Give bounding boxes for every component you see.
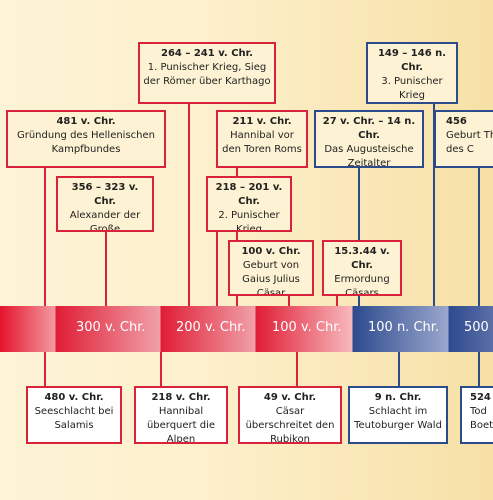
event-date: 524: [470, 392, 491, 403]
event-label: Geburt Th des C: [446, 130, 493, 155]
connector-line: [236, 168, 238, 306]
event-date: 480 v. Chr.: [44, 392, 104, 403]
event-label: Gründung des Hellenischen Kampfbundes: [16, 130, 155, 155]
event-label: Geburt von Gaius Julius Cäsar: [242, 260, 300, 296]
timeline-segment-200bc: 200 v. Chr.: [176, 320, 246, 335]
event-box-alexander: 356 – 323 v. Chr. Alexander der Große: [56, 176, 154, 232]
connector-line: [398, 352, 400, 386]
event-date: 49 v. Chr.: [263, 392, 317, 403]
event-box-third-punic-war: 149 – 146 n. Chr. 3. Punischer Krieg: [366, 42, 458, 104]
event-date: 100 v. Chr.: [241, 246, 301, 257]
event-date: 218 – 201 v. Chr.: [215, 182, 283, 207]
event-box-caesar-murder: 15.3.44 v. Chr. Ermordung Cäsars: [322, 240, 402, 296]
event-label: Tod Boet: [470, 406, 493, 431]
event-label: 1. Punischer Krieg, Sieg der Römer über …: [143, 62, 271, 87]
connector-line: [433, 103, 435, 306]
event-box-boethius: 524 Tod Boet: [460, 386, 493, 444]
connector-line: [44, 168, 46, 306]
event-box-birth-caesar: 100 v. Chr. Geburt von Gaius Julius Cäsa…: [228, 240, 314, 296]
event-date: 27 v. Chr. – 14 n. Chr.: [322, 116, 416, 141]
event-label: 3. Punischer Krieg: [381, 76, 443, 101]
event-box-rubicon: 49 v. Chr. Cäsar überschreitet den Rubik…: [238, 386, 342, 444]
connector-line: [105, 232, 107, 306]
event-label: Seeschlacht bei Salamis: [34, 406, 114, 431]
timeline-segment-100ad: 100 n. Chr.: [368, 320, 440, 335]
event-box-first-punic-war: 264 – 241 v. Chr. 1. Punischer Krieg, Si…: [138, 42, 276, 104]
event-box-hannibal-rome: 211 v. Chr. Hannibal vor den Toren Roms: [216, 110, 308, 168]
connector-line: [216, 232, 218, 306]
connector-line: [188, 103, 190, 306]
event-date: 356 – 323 v. Chr.: [71, 182, 139, 207]
timeline-segment-500: 500: [464, 320, 489, 335]
event-date: 211 v. Chr.: [232, 116, 292, 127]
event-date: 218 v. Chr.: [151, 392, 211, 403]
event-label: Schlacht im Teutoburger Wald: [354, 406, 442, 431]
connector-line: [160, 352, 162, 386]
event-date: 15.3.44 v. Chr.: [334, 246, 390, 271]
event-date: 456: [446, 116, 467, 127]
connector-line: [44, 352, 46, 386]
event-box-second-punic-war: 218 – 201 v. Chr. 2. Punischer Krieg: [206, 176, 292, 232]
event-label: Alexander der Große: [69, 210, 141, 232]
event-box-hellenic-league: 481 v. Chr. Gründung des Hellenischen Ka…: [6, 110, 166, 168]
event-box-teutoburg: 9 n. Chr. Schlacht im Teutoburger Wald: [348, 386, 448, 444]
event-date: 264 – 241 v. Chr.: [161, 48, 253, 59]
connector-line: [478, 352, 480, 386]
event-label: Ermordung Cäsars: [334, 274, 390, 296]
timeline-bar: [0, 306, 493, 352]
event-box-hannibal-alps: 218 v. Chr. Hannibal überquert die Alpen: [134, 386, 228, 444]
event-box-augustan-age: 27 v. Chr. – 14 n. Chr. Das Augusteische…: [314, 110, 424, 168]
event-label: Hannibal vor den Toren Roms: [222, 130, 302, 155]
connector-line: [336, 296, 338, 306]
event-date: 9 n. Chr.: [374, 392, 422, 403]
event-box-birth-456: 456 Geburt Th des C: [434, 110, 493, 168]
event-label: 2. Punischer Krieg: [218, 210, 280, 232]
connector-line: [478, 168, 480, 306]
event-box-salamis: 480 v. Chr. Seeschlacht bei Salamis: [26, 386, 122, 444]
timeline-segment-300bc: 300 v. Chr.: [76, 320, 146, 335]
event-date: 149 – 146 n. Chr.: [377, 48, 447, 73]
timeline-segment-100bc: 100 v. Chr.: [272, 320, 342, 335]
connector-line: [288, 296, 290, 306]
event-label: Hannibal überquert die Alpen: [146, 406, 216, 444]
connector-line: [296, 352, 298, 386]
connector-line: [358, 168, 360, 306]
event-date: 481 v. Chr.: [56, 116, 116, 127]
event-label: Das Augusteische Zeitalter: [324, 144, 414, 168]
event-label: Cäsar überschreitet den Rubikon: [245, 406, 335, 444]
